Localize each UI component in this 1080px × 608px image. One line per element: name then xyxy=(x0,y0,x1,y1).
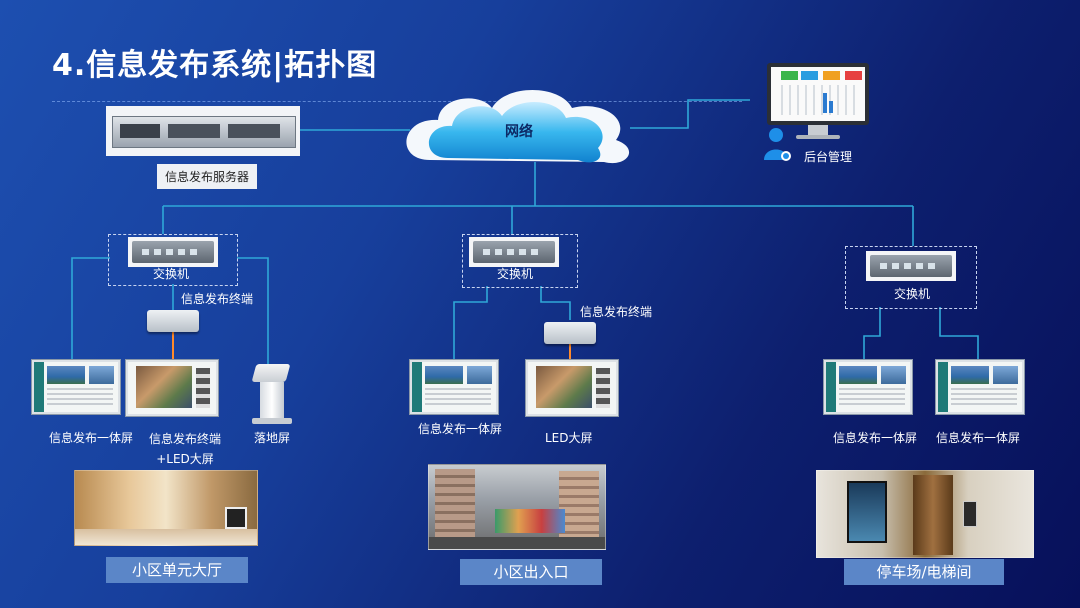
link-sw2-terminal xyxy=(540,286,571,320)
link-sw1-screen xyxy=(71,257,110,360)
device-label: 信息发布一体屏 xyxy=(833,431,918,445)
display-screen xyxy=(410,360,498,414)
switch-label: 交换机 xyxy=(497,267,534,281)
device-label: 落地屏 xyxy=(254,431,291,445)
led-screen xyxy=(126,360,218,416)
device-label: 信息发布一体屏 xyxy=(49,431,134,445)
switch-group-2: 交换机 xyxy=(462,234,578,288)
switch-group-3: 交换机 xyxy=(845,246,977,309)
admin-label: 后台管理 xyxy=(804,150,853,164)
link-cloud-admin xyxy=(630,99,750,129)
server-label: 信息发布服务器 xyxy=(157,164,258,189)
switch-label: 交换机 xyxy=(153,267,190,281)
link-sw2-screen xyxy=(453,286,488,360)
scene-photo-elevator xyxy=(816,470,1034,558)
monitor-stand xyxy=(808,125,828,135)
terminal-icon xyxy=(544,322,596,344)
link-sw3-screen-2 xyxy=(939,307,979,360)
display-screen xyxy=(32,360,120,414)
scene-photo-lobby xyxy=(74,470,258,546)
link-sw1-kiosk xyxy=(237,257,269,364)
device-label: LED大屏 xyxy=(545,431,593,445)
network-label: 网络 xyxy=(505,124,533,140)
terminal-icon xyxy=(147,310,199,332)
server-image xyxy=(106,106,300,156)
scene-photo-entrance xyxy=(428,464,606,550)
scene-label: 停车场/电梯间 xyxy=(844,559,1004,585)
device-label: 信息发布一体屏 xyxy=(418,422,503,436)
display-screen xyxy=(936,360,1024,414)
floor-kiosk-icon xyxy=(248,364,292,424)
display-screen xyxy=(824,360,912,414)
switch-icon xyxy=(128,237,218,267)
led-screen xyxy=(526,360,618,416)
switch-icon xyxy=(866,251,956,281)
monitor-base xyxy=(796,135,840,139)
admin-user-icon xyxy=(764,128,791,161)
terminal-label: 信息发布终端 xyxy=(181,292,254,306)
switch-label: 交换机 xyxy=(894,287,931,301)
cloud-icon xyxy=(406,90,630,164)
title-divider xyxy=(52,101,742,102)
link-sw3-screen-1 xyxy=(863,307,881,360)
admin-monitor-icon xyxy=(767,63,869,125)
device-label: 信息发布一体屏 xyxy=(936,431,1021,445)
switch-group-1: 交换机 xyxy=(108,234,238,286)
scene-label: 小区单元大厅 xyxy=(106,557,248,583)
page-title: 4.信息发布系统|拓扑图 xyxy=(52,48,378,83)
terminal-label: 信息发布终端 xyxy=(580,305,653,319)
device-label: 信息发布终端 +LED大屏 xyxy=(149,432,222,466)
switch-icon xyxy=(469,237,559,267)
scene-label: 小区出入口 xyxy=(460,559,602,585)
